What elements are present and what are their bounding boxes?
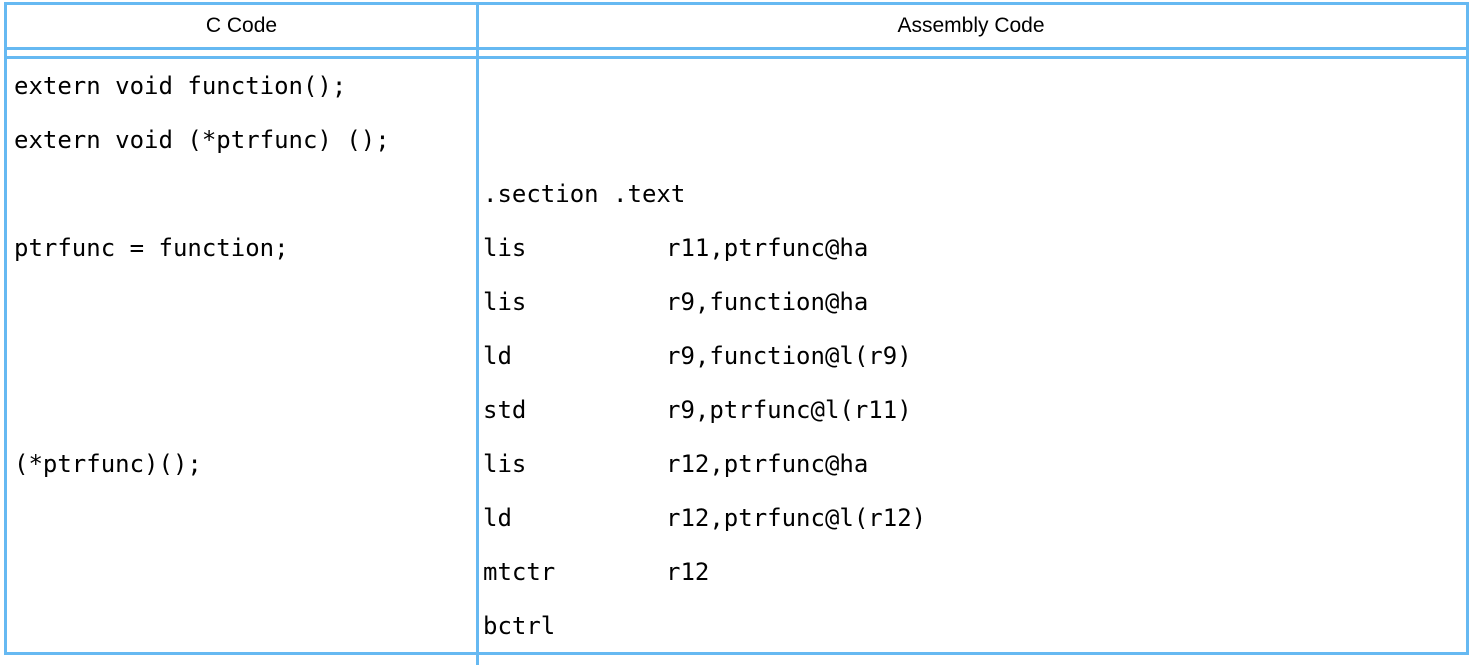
- assembly-code-line: bctrl: [483, 612, 556, 640]
- asm-opcode: std: [483, 396, 527, 424]
- header-c-code: C Code: [205, 14, 278, 37]
- assembly-code-line: ld r9,function@l(r9): [483, 329, 1466, 383]
- assembly-code-line: std r9,ptrfunc@l(r11): [483, 383, 1466, 437]
- asm-opcode: mtctr: [483, 558, 556, 586]
- assembly-blank-line: [483, 113, 1466, 167]
- c-code-blank-line: [14, 329, 476, 383]
- assembly-code-line: lis r9,function@ha: [483, 275, 1466, 329]
- header-assembly-code: Assembly Code: [897, 14, 1045, 37]
- asm-opcode: lis: [483, 288, 527, 316]
- column-divider: [476, 2, 479, 665]
- asm-operands: r9,ptrfunc@l(r11): [666, 396, 912, 424]
- c-code-blank-line: [14, 545, 476, 599]
- c-code-blank-line: [14, 383, 476, 437]
- assembly-blank-line: [483, 59, 1466, 113]
- assembly-code-column: .section .text lis r11,ptrfunc@ha lis r9,fun…: [476, 59, 1466, 652]
- asm-operands: r12,ptrfunc@l(r12): [666, 504, 927, 532]
- assembly-code-line: ld r12,ptrfunc@l(r12): [483, 491, 1466, 545]
- asm-opcode: ld: [483, 504, 512, 532]
- c-code-line: (*ptrfunc)();: [14, 450, 202, 478]
- c-code-blank-line: [14, 599, 476, 652]
- assembly-code-line: .section .text: [483, 180, 686, 208]
- asm-operands: r12,ptrfunc@ha: [666, 450, 869, 478]
- assembly-code-line: lis r11,ptrfunc@ha: [483, 221, 1466, 275]
- c-code-blank-line: [14, 275, 476, 329]
- asm-opcode: ld: [483, 342, 512, 370]
- asm-operands: r9,function@ha: [666, 288, 869, 316]
- table-header-row: C Code Assembly Code: [7, 5, 1466, 47]
- table-body-row: extern void function(); extern void (*ptr…: [7, 59, 1466, 652]
- assembly-code-line: mtctr r12: [483, 545, 1466, 599]
- c-code-blank-line: [14, 491, 476, 545]
- c-code-line: ptrfunc = function;: [14, 234, 289, 262]
- c-code-column: extern void function(); extern void (*ptr…: [7, 59, 476, 652]
- c-code-blank-line: [14, 167, 476, 221]
- assembly-code-line: lis r12,ptrfunc@ha: [483, 437, 1466, 491]
- code-comparison-table: C Code Assembly Code extern void functio…: [4, 2, 1469, 665]
- asm-operands: r9,function@l(r9): [666, 342, 912, 370]
- asm-operands: r11,ptrfunc@ha: [666, 234, 869, 262]
- asm-opcode: lis: [483, 234, 527, 262]
- header-separator: [7, 47, 1466, 59]
- c-code-line: extern void (*ptrfunc) ();: [14, 126, 390, 154]
- asm-operands: r12: [666, 558, 710, 586]
- c-code-line: extern void function();: [14, 72, 347, 100]
- asm-opcode: lis: [483, 450, 527, 478]
